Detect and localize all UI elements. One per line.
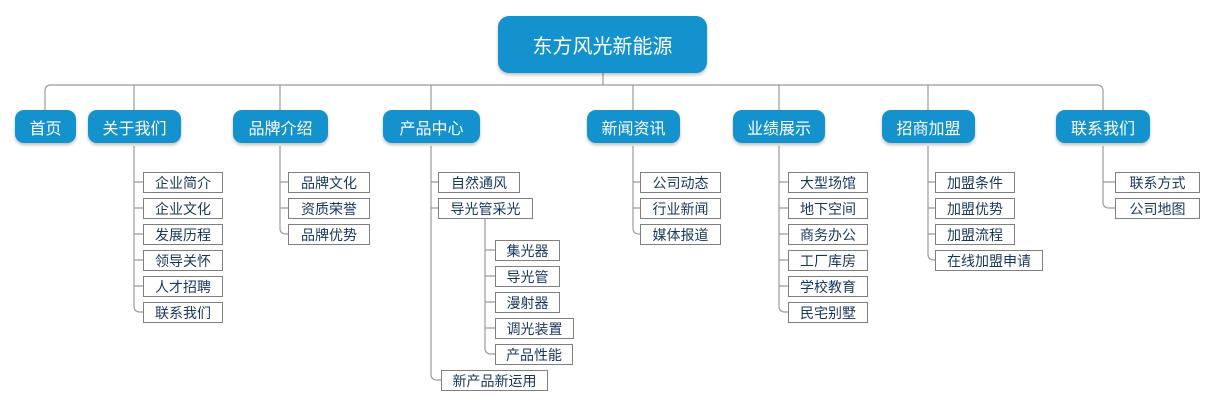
leaf-contact-info: 联系方式 <box>1115 172 1200 193</box>
leaf-corporate-culture: 企业文化 <box>143 198 223 219</box>
node-about-us: 关于我们 <box>88 110 181 143</box>
leaf-franchise-advantages: 加盟优势 <box>935 198 1015 219</box>
leaf-residential-villa: 民宅别墅 <box>788 302 868 323</box>
leaf-product-performance: 产品性能 <box>495 344 573 365</box>
node-product-center: 产品中心 <box>383 110 480 143</box>
leaf-qualification-honor: 资质荣誉 <box>288 198 370 219</box>
leaf-industry-news: 行业新闻 <box>640 198 721 219</box>
leaf-company-map: 公司地图 <box>1115 198 1200 219</box>
node-performance: 业绩展示 <box>733 110 825 143</box>
node-franchise: 招商加盟 <box>882 110 975 143</box>
node-news: 新闻资讯 <box>587 110 680 143</box>
leaf-diffuser: 漫射器 <box>495 292 560 313</box>
node-brand-intro: 品牌介绍 <box>233 110 328 143</box>
leaf-online-franchise-application: 在线加盟申请 <box>935 250 1043 271</box>
leaf-dimming-device: 调光装置 <box>495 318 574 339</box>
leaf-light-collector: 集光器 <box>495 240 560 261</box>
leaf-leadership-care: 领导关怀 <box>143 250 223 271</box>
leaf-company-profile: 企业简介 <box>143 172 223 193</box>
leaf-new-product-application: 新产品新运用 <box>441 370 548 391</box>
leaf-franchise-conditions: 加盟条件 <box>935 172 1015 193</box>
node-contact-us: 联系我们 <box>1056 110 1150 143</box>
leaf-recruitment: 人才招聘 <box>143 276 223 297</box>
leaf-light-pipe: 导光管 <box>495 266 560 287</box>
leaf-media-reports: 媒体报道 <box>640 224 721 245</box>
leaf-brand-advantage: 品牌优势 <box>288 224 370 245</box>
leaf-business-office: 商务办公 <box>788 224 868 245</box>
leaf-development-history: 发展历程 <box>143 224 223 245</box>
leaf-underground-space: 地下空间 <box>788 198 868 219</box>
leaf-company-news: 公司动态 <box>640 172 721 193</box>
leaf-factory-warehouse: 工厂库房 <box>788 250 868 271</box>
leaf-light-pipe-daylighting: 导光管采光 <box>438 198 533 219</box>
node-root: 东方风光新能源 <box>498 16 707 73</box>
leaf-natural-ventilation: 自然通风 <box>438 172 520 193</box>
leaf-contact-us-sub: 联系我们 <box>143 302 223 323</box>
leaf-school-education: 学校教育 <box>788 276 868 297</box>
leaf-brand-culture: 品牌文化 <box>288 172 370 193</box>
leaf-franchise-process: 加盟流程 <box>935 224 1015 245</box>
node-home: 首页 <box>15 110 76 143</box>
leaf-large-venues: 大型场馆 <box>788 172 868 193</box>
